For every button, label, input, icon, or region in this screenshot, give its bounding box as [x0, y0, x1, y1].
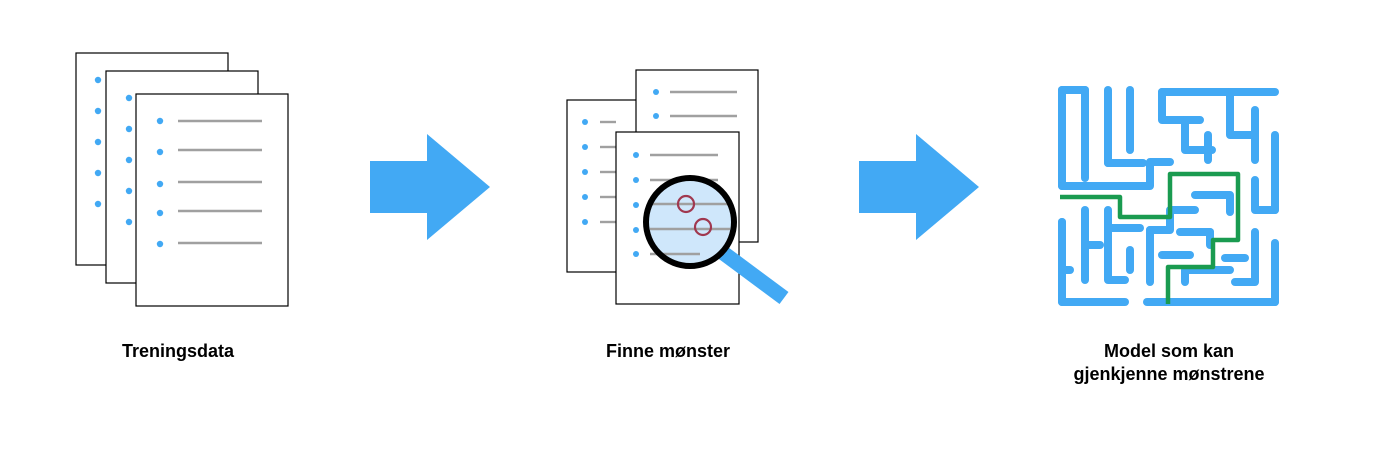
- document-page-front: [135, 93, 289, 307]
- step-label-model: Model som kan gjenkjenne mønstrene: [1019, 340, 1319, 386]
- maze-icon: [1058, 86, 1279, 306]
- pattern-circle-icon: [676, 194, 696, 214]
- arrow-right-icon: [370, 134, 490, 240]
- pattern-circle-icon: [693, 217, 713, 237]
- solution-path: [1060, 171, 1241, 304]
- documents-stack-icon: [75, 52, 289, 307]
- step-label-model-line1: Model som kan: [1103, 341, 1235, 361]
- step-label-model-line2: gjenkjenne mønstrene: [1073, 364, 1265, 384]
- magnifier-over-documents-icon: [566, 69, 789, 305]
- step-label-training-data: Treningsdata: [121, 341, 235, 361]
- arrow-right-icon: [859, 134, 979, 240]
- magnifier-icon: [643, 175, 789, 305]
- step-label-find-pattern: Finne mønster: [605, 341, 730, 361]
